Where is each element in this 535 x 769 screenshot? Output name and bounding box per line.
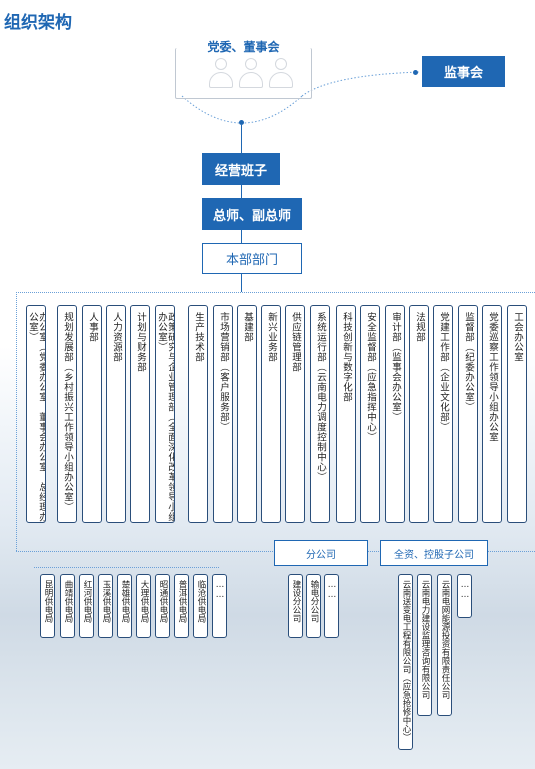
- party-committee-label: 党委、董事会: [176, 38, 311, 55]
- connector-line: [34, 567, 219, 568]
- management-box: 经营班子: [202, 153, 280, 185]
- branch-item: 建设分公司: [288, 574, 303, 638]
- dept-union: 工会办公室: [507, 305, 527, 523]
- dept-construction: 基建部: [237, 305, 257, 523]
- connector-line: [16, 292, 17, 551]
- subsidiary-item: 云南送变电工程有限公司（应急抢修中心）: [398, 574, 413, 750]
- bureau-item: 曲靖供电局: [60, 574, 75, 638]
- bureau-item: 楚雄供电局: [117, 574, 132, 638]
- dept-production: 生产技术部: [188, 305, 208, 523]
- person-icon: [209, 58, 233, 92]
- connector-line: [241, 185, 242, 198]
- connector-line: [241, 230, 242, 243]
- bureau-item: 大理供电局: [136, 574, 151, 638]
- chief-engineers-box: 总师、副总师: [202, 198, 302, 230]
- bureau-item: 玉溪供电局: [98, 574, 113, 638]
- dept-supervision: 监督部（纪委办公室）: [458, 305, 478, 523]
- connector-dot: [413, 70, 418, 75]
- dept-hr: 人力资源部: [106, 305, 126, 523]
- connector-line: [16, 292, 535, 293]
- dept-finance: 计划与财务部: [130, 305, 150, 523]
- supervisory-board-box: 监事会: [422, 56, 505, 87]
- subsidiary-item: 云南电力建设监理咨询有限公司: [417, 574, 432, 716]
- bureau-item: 临沧供电局: [193, 574, 208, 638]
- dept-marketing: 市场营销部（客户服务部）: [213, 305, 233, 523]
- party-committee-frame: 党委、董事会: [175, 40, 312, 99]
- dept-party-building: 党建工作部（企业文化部）: [433, 305, 453, 523]
- bureau-item: 昭通供电局: [155, 574, 170, 638]
- connector-line: [241, 125, 242, 155]
- branch-item-more: ……: [324, 574, 339, 638]
- branches-label: 分公司: [274, 540, 368, 566]
- connector-dot: [239, 120, 244, 125]
- branch-item: 输电分公司: [306, 574, 321, 638]
- subsidiaries-label: 全资、控股子公司: [380, 540, 488, 566]
- hq-departments-box: 本部部门: [202, 243, 302, 274]
- dept-supply-chain: 供应链管理部: [285, 305, 305, 523]
- dept-policy: 政策研究与企业管理部（全面深化改革领导小组办公室）: [155, 305, 175, 523]
- dept-party-inspection: 党委巡察工作领导小组办公室: [482, 305, 502, 523]
- dept-personnel: 人事部: [82, 305, 102, 523]
- dept-planning: 规划发展部（乡村振兴工作领导小组办公室）: [57, 305, 77, 523]
- subsidiary-item: 云南电网能源投资有限责任公司: [437, 574, 452, 716]
- bureau-item-more: ……: [212, 574, 227, 638]
- dept-safety: 安全监督部（应急指挥中心）: [360, 305, 380, 523]
- dept-audit: 审计部（监事会办公室）: [385, 305, 405, 523]
- bureau-item: 昆明供电局: [40, 574, 55, 638]
- dept-technology: 科技创新与数字化部: [336, 305, 356, 523]
- dept-office: 办公室（党委办公室、董事会办公室、总经理办公室）: [26, 305, 46, 523]
- subsidiary-item-more: ……: [457, 574, 472, 618]
- bureau-item: 普洱供电局: [174, 574, 189, 638]
- dept-new-business: 新兴业务部: [261, 305, 281, 523]
- person-icon: [269, 58, 293, 92]
- dept-system-operation: 系统运行部（云南电力调度控制中心）: [310, 305, 330, 523]
- bureau-item: 红河供电局: [79, 574, 94, 638]
- person-icon: [239, 58, 263, 92]
- dept-legal: 法规部: [409, 305, 429, 523]
- page-title: 组织架构: [4, 13, 72, 33]
- connector-line: [241, 274, 242, 292]
